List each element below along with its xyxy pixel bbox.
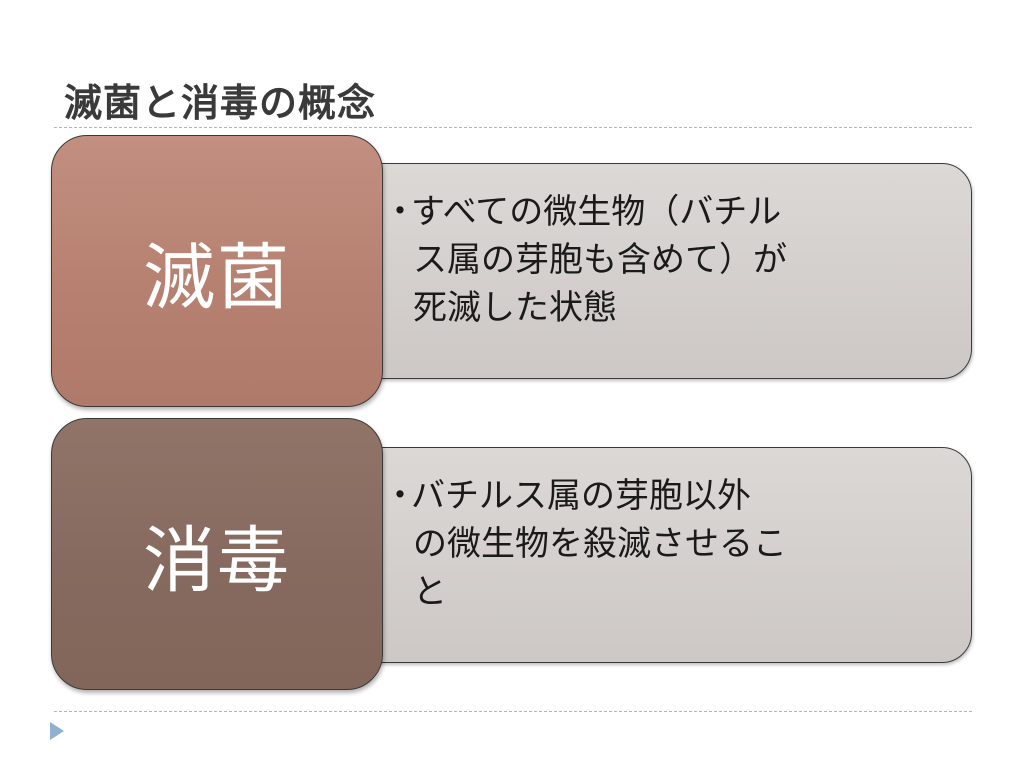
description-line: 死滅した状態 — [413, 288, 617, 328]
triangle-right-icon[interactable] — [50, 722, 64, 740]
description-line: と — [413, 572, 447, 612]
description-text: ・すべての微生物（バチル ス属の芽胞も含めて）が 死滅した状態 — [383, 188, 953, 332]
description-box-disinfection: ・バチルス属の芽胞以外 の微生物を殺滅させるこ と — [352, 447, 972, 663]
description-line: ・バチルス属の芽胞以外 — [383, 472, 953, 520]
description-box-sterilization: ・すべての微生物（バチル ス属の芽胞も含めて）が 死滅した状態 — [352, 163, 972, 379]
description-line: ・すべての微生物（バチル — [383, 188, 953, 236]
term-label: 滅菌 — [142, 235, 291, 320]
term-label: 消毒 — [142, 518, 291, 603]
description-text: ・バチルス属の芽胞以外 の微生物を殺滅させるこ と — [383, 472, 953, 616]
slide-title: 滅菌と消毒の概念 — [64, 81, 377, 125]
footer-divider — [54, 711, 972, 712]
title-divider — [54, 127, 972, 128]
term-box-sterilization: 滅菌 — [51, 135, 383, 407]
term-box-disinfection: 消毒 — [51, 418, 383, 690]
bullet-marker: ・ — [383, 192, 417, 232]
description-line: の微生物を殺滅させるこ — [413, 524, 787, 564]
bullet-marker: ・ — [383, 476, 417, 516]
description-line: ス属の芽胞も含めて）が — [413, 240, 787, 280]
